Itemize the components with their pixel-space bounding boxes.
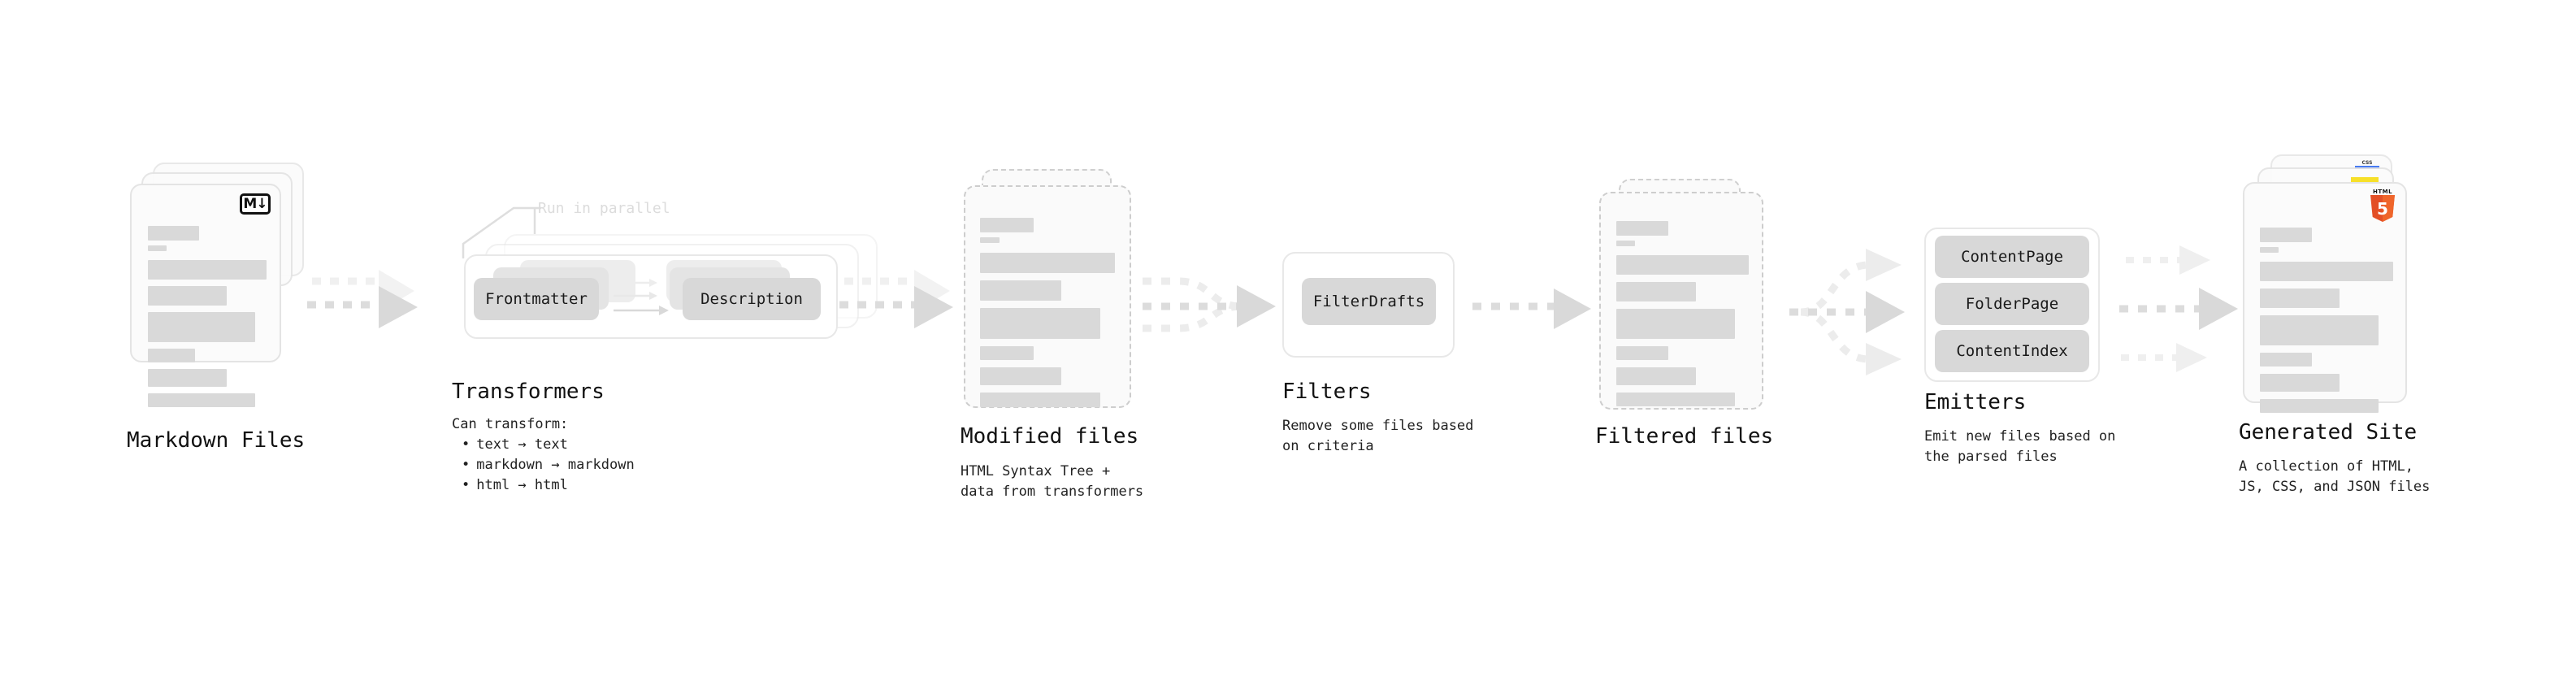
doc-bar [980,393,1100,407]
stage-title-emitters: Emitters [1924,390,2027,414]
doc-bar [1616,393,1735,406]
connector-modified-to-filters [1143,277,1276,332]
transformer-inner-arrows [614,279,669,315]
stage-subtitle-modified-files: HTML Syntax Tree + data from transformer… [961,463,1144,500]
doc-bar [980,218,1034,232]
doc-bar [148,226,199,241]
doc-bar [148,286,227,306]
stage-title-transformers: Transformers [452,380,605,404]
site-sheet-front: HTML 5 [2243,182,2407,413]
doc-bar [980,280,1061,301]
doc-bar [1616,282,1696,301]
markdown-sheet-front: M↓ [130,184,281,407]
doc-bar [2260,353,2312,367]
doc-bar [1616,367,1696,385]
emitter-chip-contentindex[interactable]: ContentIndex [1935,330,2089,372]
css-icon-label: CSS [2361,160,2373,166]
transformers-bullet-item: text → text [462,435,635,455]
stage-title-markdown-files: Markdown Files [127,428,306,453]
connector-emitters-to-site [2119,245,2238,372]
doc-bar [1616,309,1735,339]
doc-bar [1616,221,1668,236]
transformers-bullet-list: text → text markdown → markdown html → h… [462,435,635,496]
modified-sheet-front [964,185,1131,408]
doc-bar [980,308,1100,339]
html5-icon-digit: 5 [2377,198,2388,219]
run-in-parallel-bracket [462,206,541,258]
connector-filters-to-filtered [1472,288,1591,329]
doc-bar [980,346,1034,360]
doc-bar [2260,262,2393,281]
doc-bar [980,367,1061,385]
doc-bar [1616,346,1668,360]
doc-bar [2260,315,2379,345]
transformer-chip-frontmatter[interactable]: Frontmatter [474,278,599,320]
transformers-bullet-item: markdown → markdown [462,455,634,475]
stage-subtitle-transformers: Can transform: [452,416,569,432]
html5-icon-shield: 5 [2370,195,2395,222]
doc-bar [148,245,167,251]
html5-icon: HTML 5 [2368,189,2397,223]
stage-title-filters: Filters [1282,380,1372,404]
connector-filtered-to-emitters [1789,249,1905,375]
stage-title-modified-files: Modified files [961,424,1139,449]
doc-bar [148,393,255,407]
doc-bar [148,349,195,362]
run-in-parallel-label: Run in parallel [538,200,670,217]
doc-bar [2260,374,2340,392]
doc-bar [2260,228,2312,242]
transformers-bullet-item: html → html [462,475,635,496]
transformer-chip-description[interactable]: Description [683,278,821,320]
doc-bar [2260,247,2279,253]
filtered-sheet-front [1599,192,1763,410]
emitter-chip-contentpage[interactable]: ContentPage [1935,236,2089,278]
doc-bar [148,312,255,342]
stage-subtitle-filters: Remove some files based on criteria [1282,418,1474,454]
stage-title-filtered-files: Filtered files [1595,424,1774,449]
doc-bar [980,253,1115,273]
connector-md-to-transformers [307,270,418,328]
filter-chip-filterdrafts[interactable]: FilterDrafts [1302,278,1436,325]
connector-transformers-to-modified [839,270,953,328]
markdown-icon: M↓ [240,193,271,215]
html5-icon-word: HTML [2372,189,2393,195]
stage-subtitle-emitters: Emit new files based on the parsed files [1924,428,2116,465]
doc-bar [1616,255,1749,275]
doc-bar [2260,288,2340,308]
doc-bar [980,237,1000,243]
doc-bar [148,369,227,387]
doc-bar [2260,399,2379,413]
doc-bar [1616,241,1635,246]
stage-title-generated-site: Generated Site [2239,420,2418,445]
emitter-chip-folderpage[interactable]: FolderPage [1935,283,2089,325]
doc-bar [148,260,267,280]
stage-subtitle-generated-site: A collection of HTML, JS, CSS, and JSON … [2239,458,2431,495]
